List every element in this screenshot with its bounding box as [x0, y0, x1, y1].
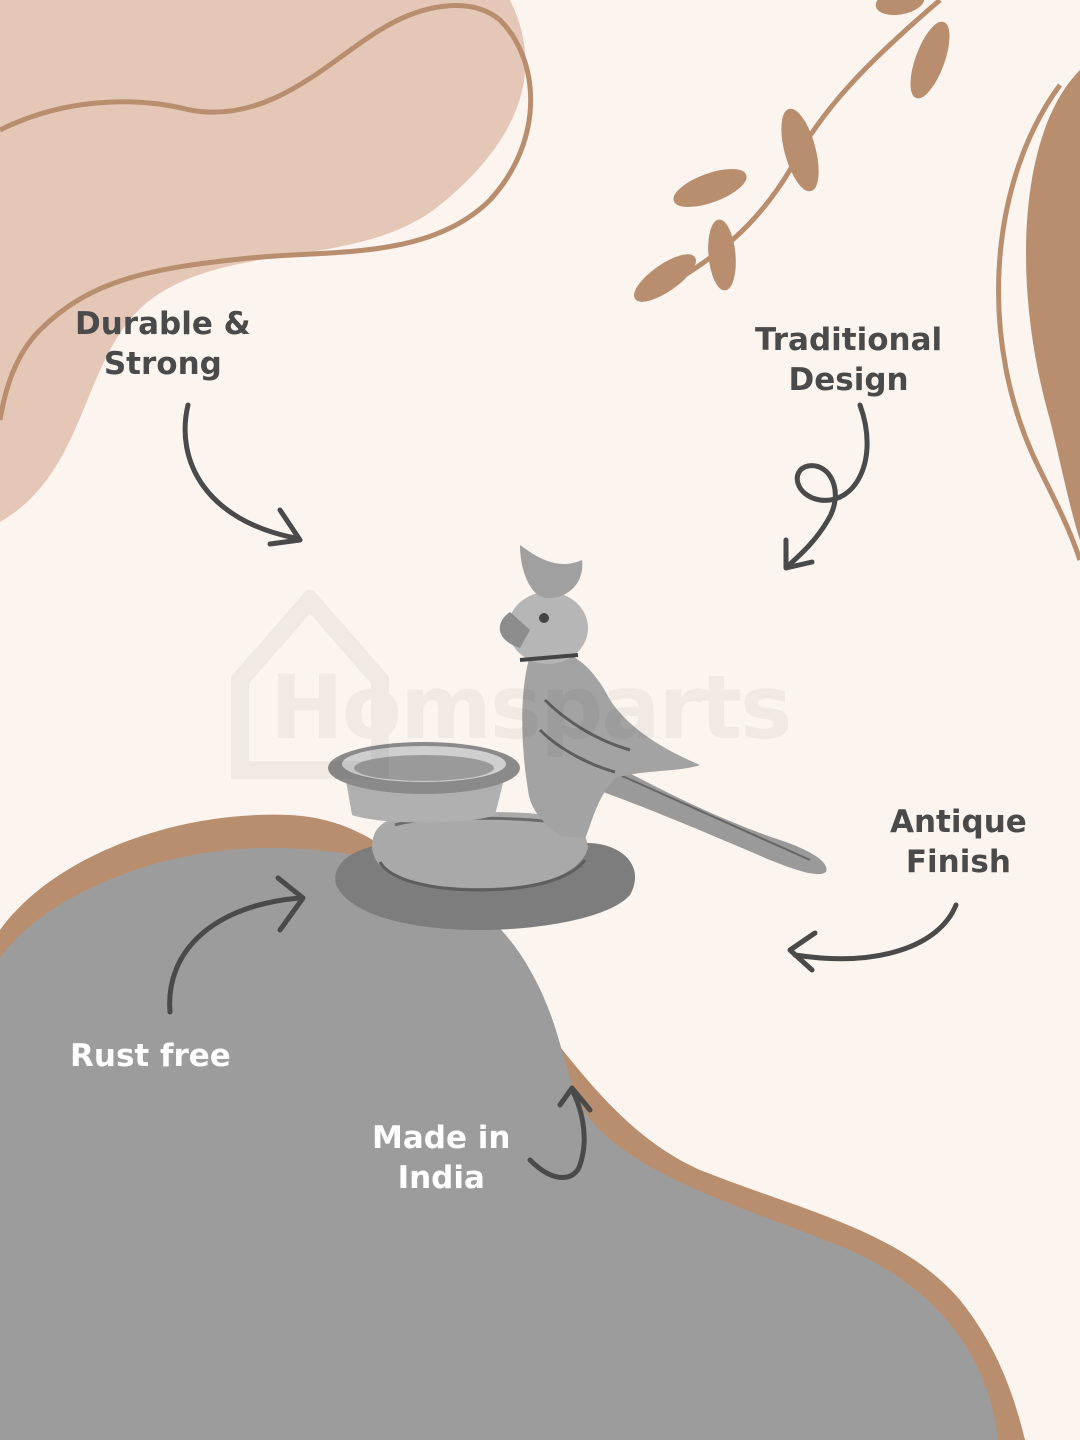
arrow-durable-icon	[182, 402, 303, 547]
feature-india-line-1: Made in	[372, 1120, 511, 1156]
wave-line-top	[0, 3, 534, 421]
parrot-diya-icon	[328, 545, 827, 930]
feature-antique-label: Antique Finish	[890, 802, 1027, 882]
right-crescent-line	[996, 83, 1080, 561]
arrow-traditional-icon	[783, 402, 870, 571]
feature-traditional-label: Traditional Design	[755, 320, 942, 400]
watermark-text: Homsparts	[270, 656, 792, 759]
arrow-rust-icon	[167, 875, 306, 1015]
feature-antique-line-2: Finish	[905, 844, 1011, 880]
branch-icon	[634, 0, 950, 303]
feature-rust-line-1: Rust free	[70, 1038, 231, 1074]
feature-durable-line-1: Durable &	[75, 306, 251, 342]
feature-traditional-line-1: Traditional	[755, 322, 943, 358]
feature-durable-label: Durable & Strong	[75, 304, 251, 384]
feature-traditional-line-2: Design	[788, 362, 909, 398]
watermark-logo: Homsparts	[230, 590, 830, 800]
arrow-india-icon	[527, 1085, 593, 1180]
feature-durable-line-2: Strong	[103, 346, 222, 382]
right-crescent-shape	[1026, 70, 1080, 540]
feature-india-label: Made in India	[372, 1118, 510, 1198]
gray-blob-shape	[0, 847, 998, 1440]
arrow-antique-icon	[787, 902, 959, 973]
feature-rust-label: Rust free	[70, 1036, 231, 1076]
feature-antique-line-1: Antique	[890, 804, 1027, 840]
feature-india-line-2: India	[397, 1160, 485, 1196]
pink-blob-shape	[0, 0, 526, 522]
